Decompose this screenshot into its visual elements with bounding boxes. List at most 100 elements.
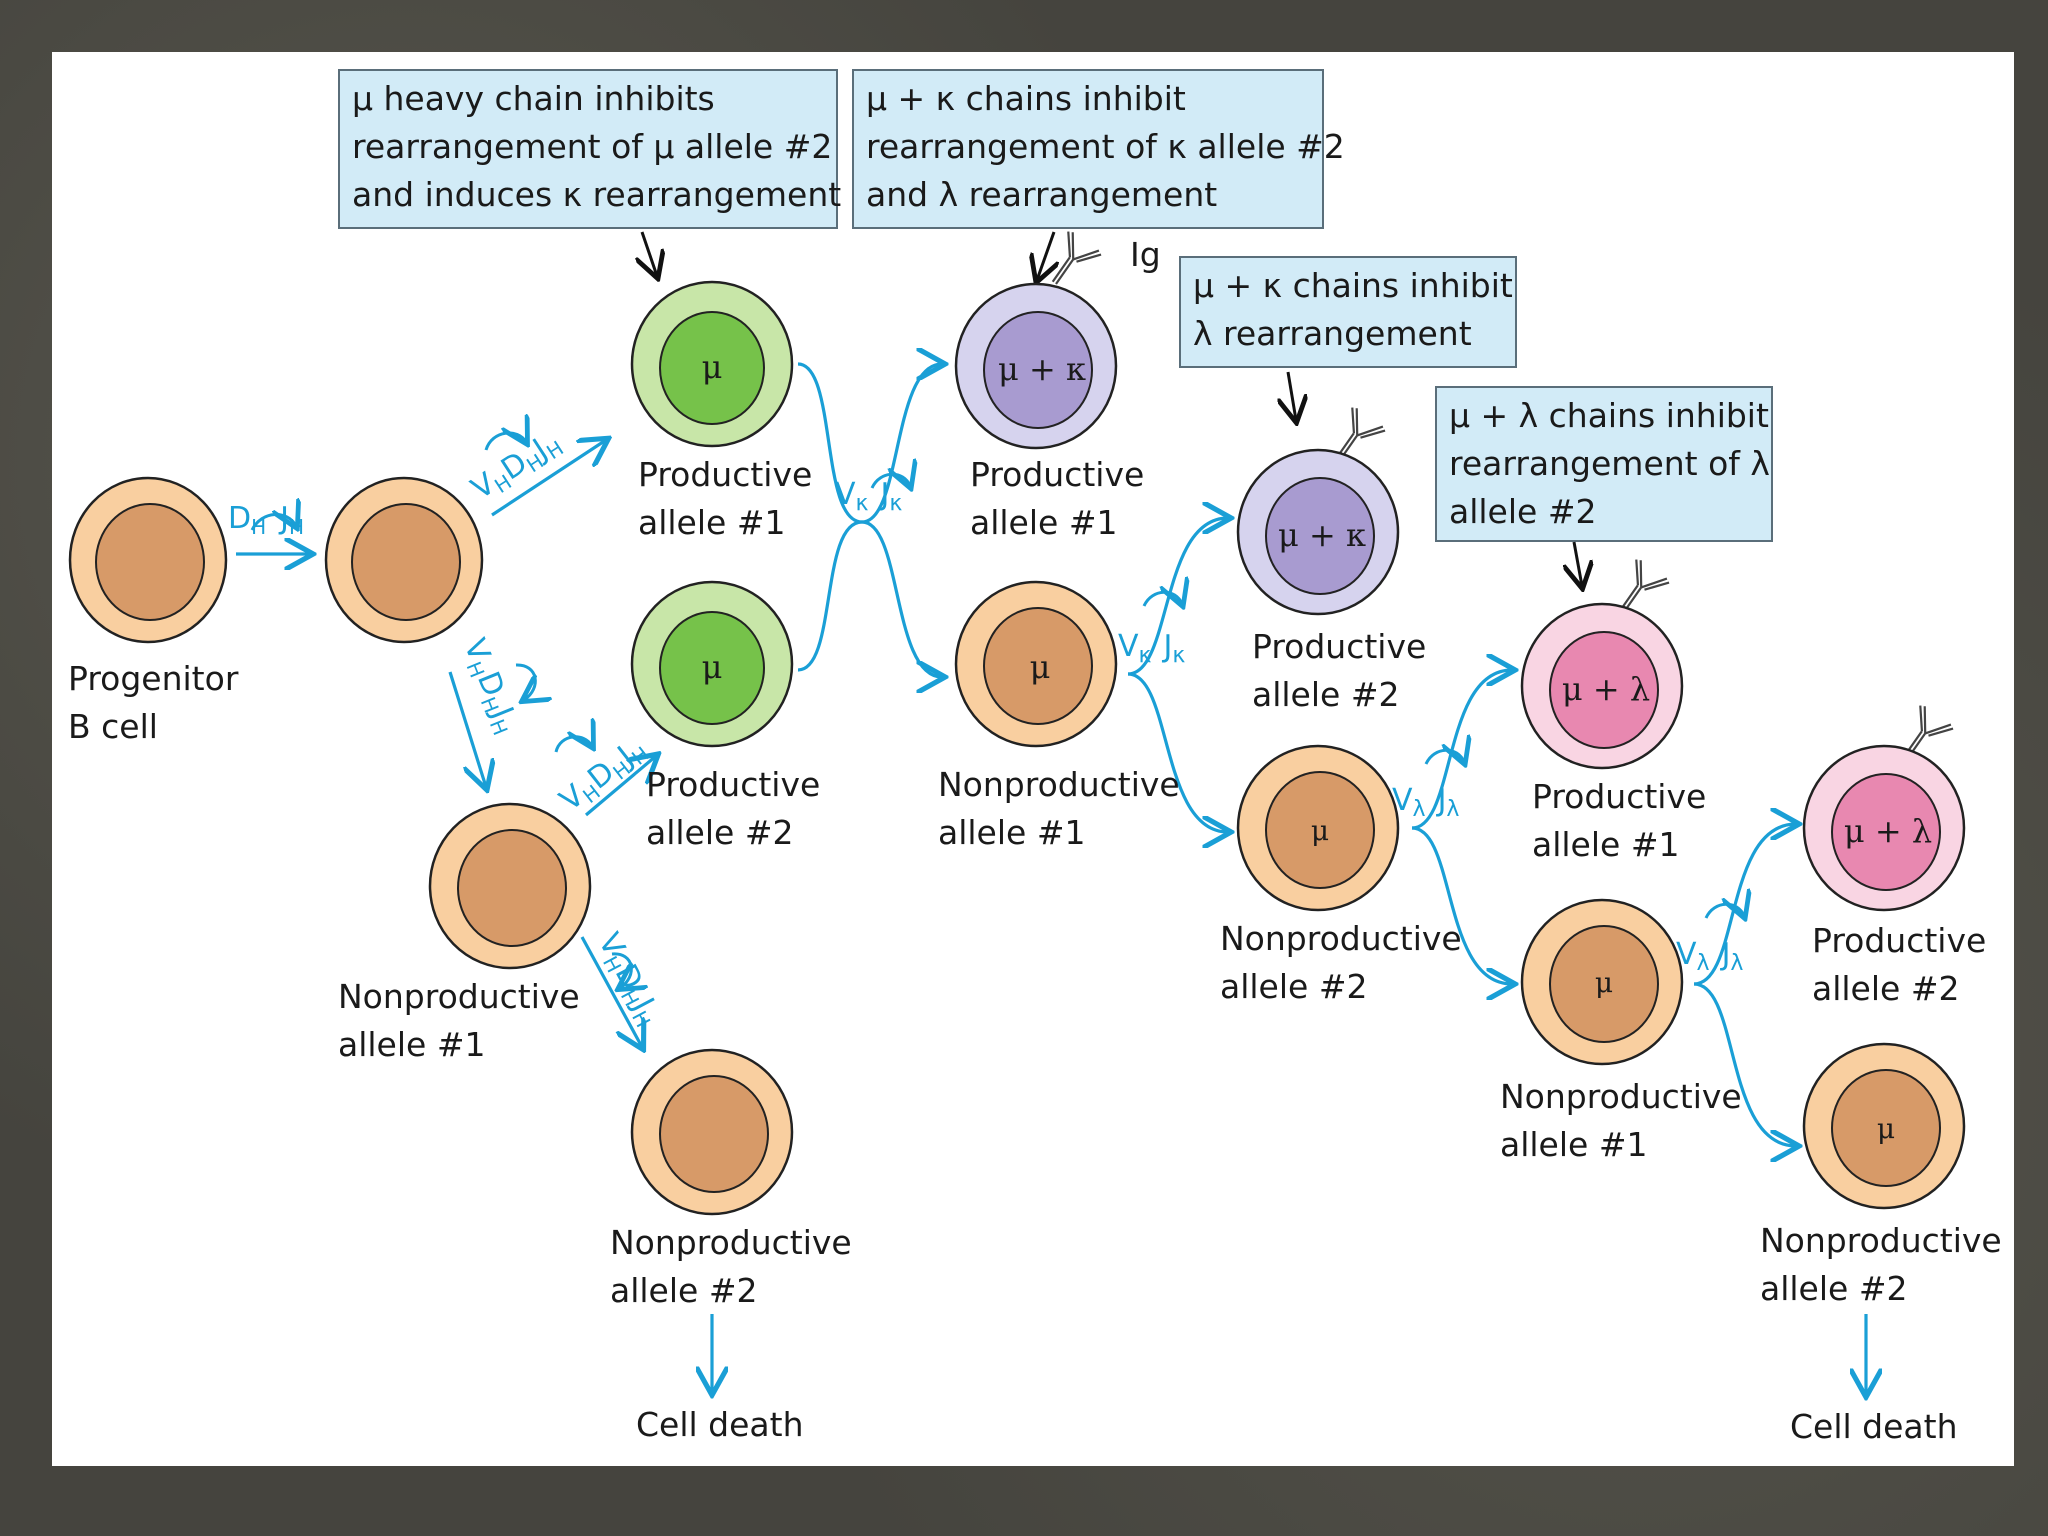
curl-icon bbox=[1704, 904, 1744, 918]
curl-icon bbox=[870, 474, 910, 488]
cell-inner-label: μ bbox=[1595, 966, 1613, 999]
arrow-vh-to-productive-1 bbox=[491, 440, 606, 517]
svg-text:VHDHJH: VHDHJH bbox=[465, 424, 568, 509]
arrow-vh-down bbox=[448, 671, 486, 787]
caption-kappa-nonprod-1-line-2: allele #1 bbox=[938, 813, 1085, 852]
cell-inner-label: μ + κ bbox=[1278, 516, 1366, 554]
cell-kappa-productive-2: μ + κ bbox=[1236, 448, 1400, 616]
caption-lambda-prod-2-line-1: Productive bbox=[1812, 921, 1986, 960]
caption-progenitor-line-2: B cell bbox=[68, 707, 158, 746]
caption-heavy-prod-2-line-1: Productive bbox=[646, 765, 820, 804]
cell-inner-label: μ bbox=[702, 348, 723, 386]
cell-intermediate bbox=[324, 476, 484, 644]
svg-text:VHDHJH: VHDHJH bbox=[588, 927, 667, 1031]
cell-lambda-nonproductive-2: μ bbox=[1802, 1042, 1966, 1210]
cell-lambda-productive-2: μ + λ bbox=[1802, 744, 1966, 912]
svg-text:VHDHJH: VHDHJH bbox=[553, 731, 653, 821]
caption-kappa-nonprod-2-line-1: Nonproductive bbox=[1220, 919, 1462, 958]
caption-kappa-prod-2-line-1: Productive bbox=[1252, 627, 1426, 666]
curl-icon bbox=[1142, 592, 1182, 606]
arrow-l-to-nonproductive-2 bbox=[1693, 982, 1796, 1146]
cell-inner-label: μ + λ bbox=[1562, 670, 1650, 708]
b-cell-rearrangement-diagram: μ heavy chain inhibits rearrangement of … bbox=[68, 69, 2002, 1446]
cell-heavy-productive-1: μ bbox=[630, 280, 794, 448]
segment-label-vh-dh-jh-3: VHDHJH bbox=[553, 731, 653, 821]
info-box-4: μ + λ chains inhibit rearrangement of λ … bbox=[1435, 386, 1773, 542]
arrow-vh-to-nonproductive-2 bbox=[580, 936, 642, 1047]
cell-captions: Progenitor B cell Productive allele #1 P… bbox=[68, 455, 2002, 1446]
caption-heavy-prod-1-line-1: Productive bbox=[638, 455, 812, 494]
cell-inner-label: μ bbox=[1877, 1112, 1895, 1145]
pointer-arrow-1 bbox=[642, 231, 657, 276]
caption-lambda-nonprod-2-line-1: Nonproductive bbox=[1760, 1221, 2002, 1260]
segment-label-vh-dh-jh-4: VHDHJH bbox=[588, 927, 667, 1031]
cell-inner-label: μ bbox=[1030, 648, 1051, 686]
box-pointer-arrows bbox=[642, 231, 1582, 586]
caption-progenitor-line-1: Progenitor bbox=[68, 659, 239, 698]
cell-heavy-nonproductive-1 bbox=[428, 802, 592, 970]
info-box-1-line-1: μ heavy chain inhibits bbox=[352, 79, 715, 118]
cell-kappa-productive-1: μ + κ bbox=[954, 282, 1118, 450]
caption-lambda-prod-1-line-2: allele #1 bbox=[1532, 825, 1679, 864]
arrow-l-to-productive-1 bbox=[1411, 670, 1512, 830]
diagram-panel: μ heavy chain inhibits rearrangement of … bbox=[52, 52, 2014, 1466]
svg-text:DHJH: DHJH bbox=[228, 501, 304, 539]
cell-death-label-2: Cell death bbox=[1790, 1407, 1958, 1446]
caption-heavy-prod-1-line-2: allele #1 bbox=[638, 503, 785, 542]
ig-label: Ig bbox=[1130, 235, 1161, 274]
curl-icon bbox=[611, 952, 631, 988]
caption-lambda-prod-2-line-2: allele #2 bbox=[1812, 969, 1959, 1008]
cell-lambda-productive-1: μ + λ bbox=[1520, 602, 1684, 770]
curl-icon bbox=[515, 663, 535, 700]
info-box-3-line-2: λ rearrangement bbox=[1193, 314, 1472, 353]
arrow-k-to-nonproductive-2 bbox=[1127, 672, 1228, 832]
caption-kappa-prod-2-line-2: allele #2 bbox=[1252, 675, 1399, 714]
arrow-k-to-nonproductive-1 bbox=[797, 520, 942, 677]
caption-lambda-prod-1-line-1: Productive bbox=[1532, 777, 1706, 816]
pointer-arrow-3 bbox=[1288, 371, 1296, 420]
cell-progenitor bbox=[68, 476, 228, 644]
info-box-2-line-3: and λ rearrangement bbox=[866, 175, 1217, 214]
caption-heavy-nonprod-2-line-1: Nonproductive bbox=[610, 1223, 852, 1262]
cell-inner-label: μ bbox=[1311, 814, 1329, 847]
cell-heavy-nonproductive-2 bbox=[630, 1048, 794, 1216]
cell-inner-label: μ + κ bbox=[998, 350, 1086, 388]
ig-icon bbox=[1051, 231, 1102, 285]
cell-kappa-nonproductive-2: μ bbox=[1236, 744, 1400, 912]
caption-kappa-nonprod-2-line-2: allele #2 bbox=[1220, 967, 1367, 1006]
info-box-1-line-3: and induces κ rearrangement bbox=[352, 175, 841, 214]
info-box-2: μ + κ chains inhibit rearrangement of κ … bbox=[852, 69, 1345, 229]
info-box-1: μ heavy chain inhibits rearrangement of … bbox=[338, 69, 841, 229]
arrow-vh-to-productive-2 bbox=[584, 756, 656, 817]
cell-inner-label: μ + λ bbox=[1844, 812, 1932, 850]
ig-icon bbox=[1335, 407, 1386, 461]
info-box-2-line-2: rearrangement of κ allele #2 bbox=[866, 127, 1345, 166]
ig-icon bbox=[1619, 559, 1670, 613]
info-box-3: μ + κ chains inhibit λ rearrangement bbox=[1179, 256, 1517, 368]
ig-icon bbox=[1903, 705, 1954, 759]
pointer-arrow-2 bbox=[1037, 231, 1054, 280]
info-box-4-line-3: allele #2 bbox=[1449, 492, 1596, 531]
caption-lambda-nonprod-2-line-2: allele #2 bbox=[1760, 1269, 1907, 1308]
cells: μ μ μ + κ bbox=[68, 280, 1966, 1216]
curl-icon bbox=[484, 433, 526, 451]
cell-inner-label: μ bbox=[702, 648, 723, 686]
caption-heavy-nonprod-2-line-2: allele #2 bbox=[610, 1271, 757, 1310]
info-box-2-line-1: μ + κ chains inhibit bbox=[866, 79, 1186, 118]
caption-heavy-prod-2-line-2: allele #2 bbox=[646, 813, 793, 852]
curl-icon bbox=[250, 514, 296, 530]
cell-lambda-nonproductive-1: μ bbox=[1520, 898, 1684, 1066]
info-box-3-line-1: μ + κ chains inhibit bbox=[1193, 266, 1513, 305]
cell-heavy-productive-2: μ bbox=[630, 580, 794, 748]
recombination-curls bbox=[250, 433, 1744, 988]
info-box-4-line-2: rearrangement of λ bbox=[1449, 444, 1770, 483]
